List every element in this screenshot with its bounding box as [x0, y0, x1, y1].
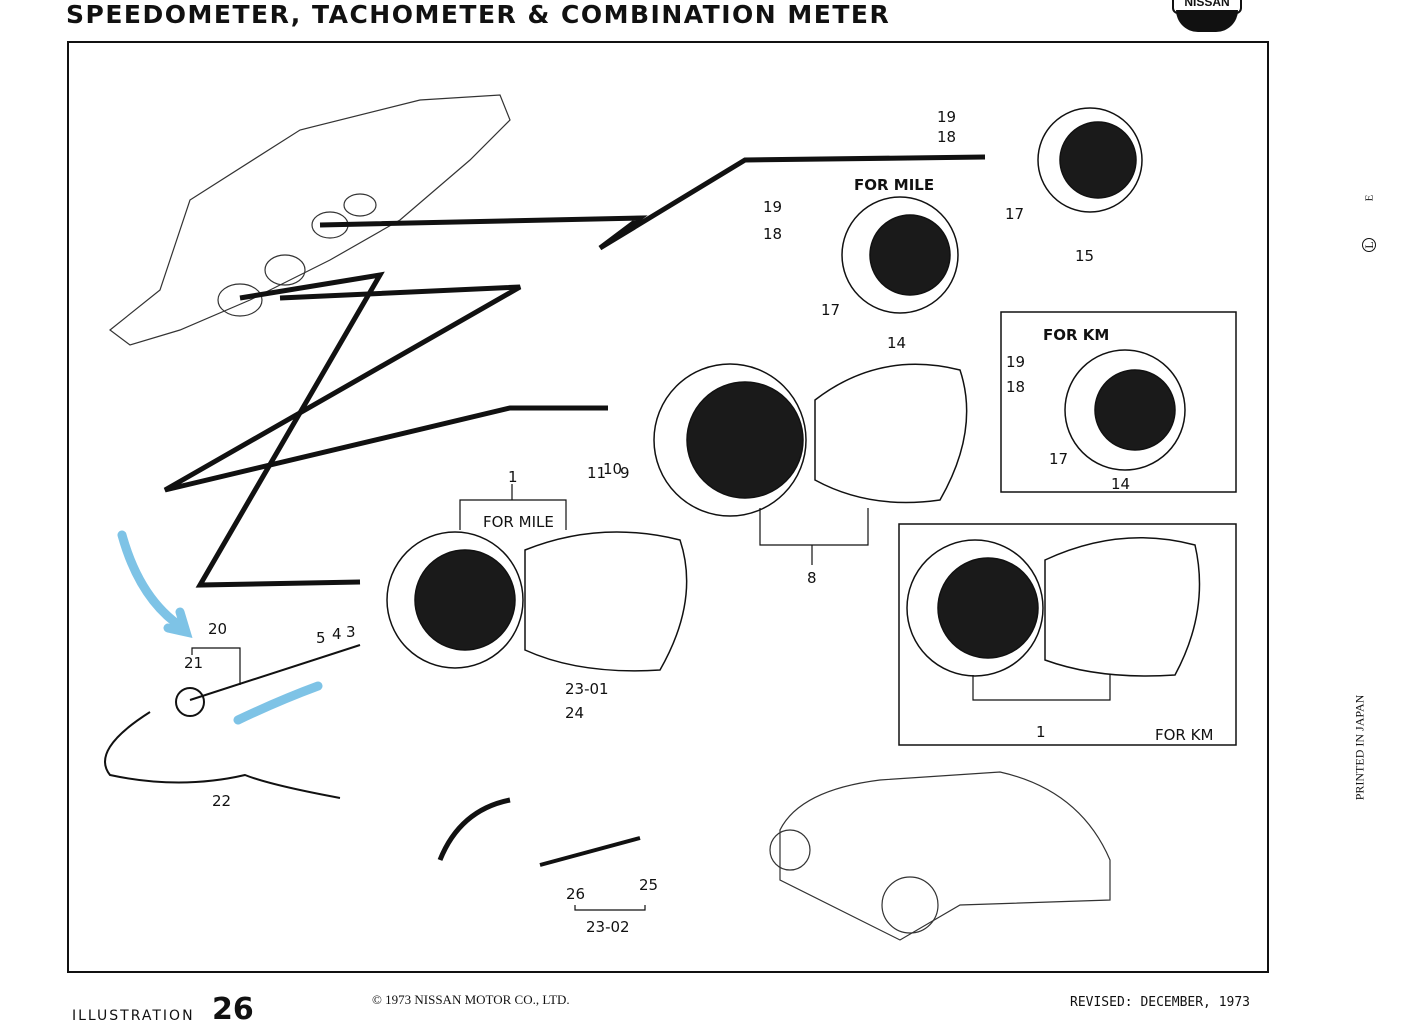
- label-5: 5: [316, 629, 326, 647]
- label-1: 1: [508, 468, 518, 486]
- label-17: 17: [821, 301, 840, 319]
- label-1: 1: [1036, 723, 1046, 741]
- label-20: 20: [208, 620, 227, 638]
- label-10: 10: [603, 460, 622, 478]
- label-18: 18: [937, 128, 956, 146]
- part-labels: 19 18 17 15 FOR MILE 19 18 17 14 FOR KM …: [184, 108, 1213, 936]
- label-14: 14: [887, 334, 906, 352]
- side-mark-l: L: [1362, 238, 1376, 252]
- label-23-02: 23-02: [586, 918, 630, 936]
- label-3: 3: [346, 623, 356, 641]
- nissan-logo: NISSAN: [1172, 0, 1242, 14]
- label-25: 25: [639, 876, 658, 894]
- label-17: 17: [1049, 450, 1068, 468]
- page-title: SPEEDOMETER, TACHOMETER & COMBINATION ME…: [66, 0, 891, 29]
- label-4: 4: [332, 625, 342, 643]
- label-17: 17: [1005, 205, 1024, 223]
- for-mile-label: FOR MILE: [483, 513, 554, 531]
- side-mark-e: E: [1363, 194, 1376, 202]
- copyright: © 1973 NISSAN MOTOR CO., LTD.: [372, 992, 570, 1007]
- for-mile-label: FOR MILE: [854, 176, 934, 194]
- gauges: [386, 107, 1201, 677]
- label-19: 19: [937, 108, 956, 126]
- for-km-label: FOR KM: [1043, 326, 1109, 344]
- label-21: 21: [184, 654, 203, 672]
- label-8: 8: [807, 569, 817, 587]
- for-km-label: FOR KM: [1155, 726, 1213, 744]
- label-19: 19: [1006, 353, 1025, 371]
- label-11: 11: [587, 464, 606, 482]
- label-9: 9: [620, 464, 630, 482]
- blue-annotation: [117, 530, 323, 725]
- label-23-01: 23-01: [565, 680, 609, 698]
- car-sketch: [769, 771, 1111, 941]
- nissan-logo-disc: [1176, 10, 1238, 32]
- revised-date: REVISED: DECEMBER, 1973: [1070, 995, 1251, 1010]
- bracket-lines: [191, 484, 1111, 911]
- label-18: 18: [763, 225, 782, 243]
- label-22: 22: [212, 792, 231, 810]
- label-18: 18: [1006, 378, 1025, 396]
- label-15: 15: [1075, 247, 1094, 265]
- illustration-number: 26: [212, 992, 254, 1027]
- diagram-frame: [67, 41, 1269, 973]
- label-26: 26: [566, 885, 585, 903]
- dashboard-sketch: [109, 94, 511, 346]
- callout-lines: [163, 154, 986, 588]
- label-14: 14: [1111, 475, 1130, 493]
- label-24: 24: [565, 704, 584, 722]
- speedometer-cable: [104, 644, 641, 867]
- for-km-box-1: [898, 523, 1237, 746]
- printed-in-japan: PRINTED IN JAPAN: [1352, 694, 1367, 801]
- illustration-label: ILLUSTRATION: [72, 1008, 195, 1024]
- for-km-box-14: [1000, 311, 1237, 493]
- label-19: 19: [763, 198, 782, 216]
